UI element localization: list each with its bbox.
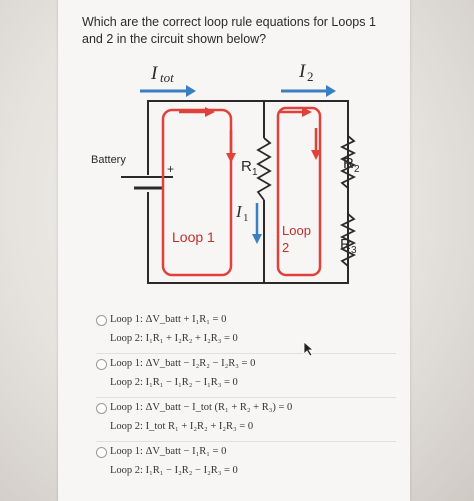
current-total-label: I xyxy=(150,63,159,84)
loop-2-label-line1: Loop xyxy=(282,223,311,238)
answer-option-4[interactable]: Loop 1: ΔV_batt − I₁R₁ = 0 Loop 2: I₁R₁ … xyxy=(96,444,396,488)
resistor-r1 xyxy=(256,137,272,201)
r3-subscript: 3 xyxy=(351,245,357,256)
option-4-loop1-equation: Loop 1: ΔV_batt − I₁R₁ = 0 xyxy=(110,446,227,457)
battery-label: Battery xyxy=(91,154,126,166)
current-1-subscript: 1 xyxy=(243,212,249,224)
option-1-loop1-equation: Loop 1: ΔV_batt + I₁R₁ = 0 xyxy=(110,314,227,325)
answer-options: Loop 1: ΔV_batt + I₁R₁ = 0 Loop 2: I₁R₁ … xyxy=(96,312,396,488)
battery-plus-sign: + xyxy=(167,162,174,176)
current-2-subscript: 2 xyxy=(307,69,314,84)
r2-label: R xyxy=(343,155,354,172)
r1-label: R xyxy=(241,158,252,175)
loop-2-label-line2: 2 xyxy=(282,240,289,255)
loop-1-outline xyxy=(161,107,236,277)
option-2-loop1-equation: Loop 1: ΔV_batt − I₂R₂ − I₂R₃ = 0 xyxy=(110,358,256,369)
divider xyxy=(96,353,396,354)
battery xyxy=(121,176,173,190)
question-card xyxy=(58,0,410,501)
current-1-label: I xyxy=(235,202,243,221)
current-2-label: I xyxy=(298,61,307,82)
loop-1-label: Loop 1 xyxy=(172,229,215,245)
answer-option-2[interactable]: Loop 1: ΔV_batt − I₂R₂ − I₂R₃ = 0 Loop 2… xyxy=(96,356,396,400)
option-4-loop2-equation: Loop 2: I₁R₁ − I₂R₂ − I₂R₃ = 0 xyxy=(110,465,238,476)
r2-subscript: 2 xyxy=(354,164,360,175)
answer-option-1[interactable]: Loop 1: ΔV_batt + I₁R₁ = 0 Loop 2: I₁R₁ … xyxy=(96,312,396,356)
radio-button[interactable] xyxy=(96,447,107,458)
divider xyxy=(96,441,396,442)
answer-option-3[interactable]: Loop 1: ΔV_batt − I_tot (R₁ + R₂ + R₃) =… xyxy=(96,400,396,444)
current-arrow-total xyxy=(140,85,196,97)
divider xyxy=(96,397,396,398)
r1-subscript: 1 xyxy=(252,167,258,178)
r3-label: R xyxy=(340,236,351,253)
option-2-loop2-equation: Loop 2: I₁R₁ − I₁R₂ − I₁R₃ = 0 xyxy=(110,377,238,388)
option-3-loop2-equation: Loop 2: I_tot R₁ + I₂R₂ + I₂R₃ = 0 xyxy=(110,421,254,432)
resistor-r2 xyxy=(339,135,357,214)
circuit-wires xyxy=(147,100,349,284)
mouse-cursor-icon xyxy=(303,341,315,357)
option-1-loop2-equation: Loop 2: I₁R₁ + I₂R₂ + I₂R₃ = 0 xyxy=(110,333,238,344)
option-3-loop1-equation: Loop 1: ΔV_batt − I_tot (R₁ + R₂ + R₃) =… xyxy=(110,402,293,413)
radio-button[interactable] xyxy=(96,315,107,326)
question-text: Which are the correct loop rule equation… xyxy=(82,15,376,46)
radio-button[interactable] xyxy=(96,403,107,414)
resistor-r3 xyxy=(339,213,357,283)
current-total-subscript: tot xyxy=(160,70,174,85)
radio-button[interactable] xyxy=(96,359,107,370)
current-arrow-1 xyxy=(252,203,262,244)
current-arrow-2 xyxy=(281,85,336,97)
loop-2-outline xyxy=(276,106,322,277)
